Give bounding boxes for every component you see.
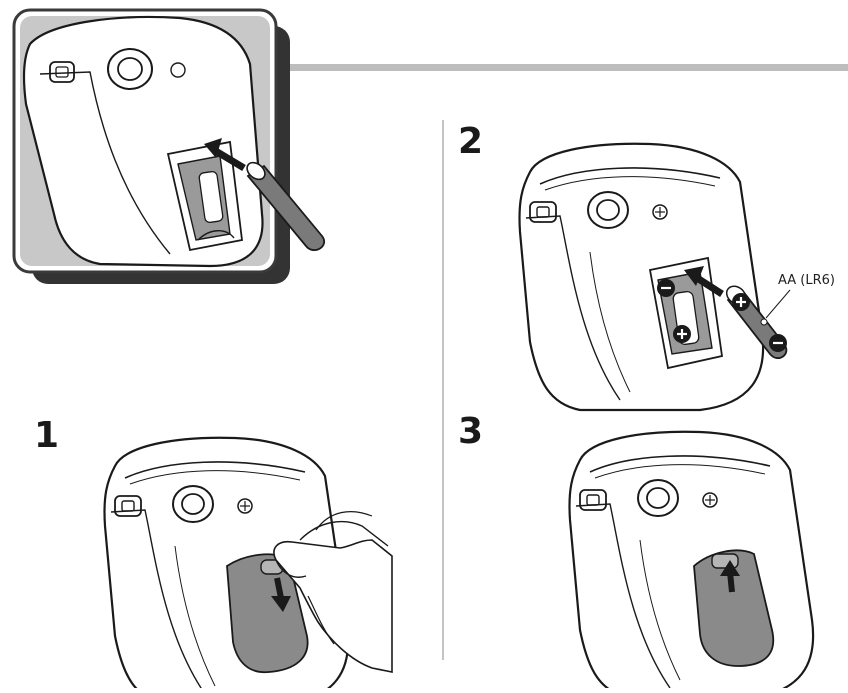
step3-cover <box>693 549 775 667</box>
step-number-3: 3 <box>458 411 484 452</box>
step3-illustration <box>568 430 815 693</box>
step1-hand <box>273 511 393 673</box>
step-number-2: 2 <box>458 121 484 162</box>
battery-callout-line <box>765 289 791 319</box>
battery-type-label: AA (LR6) <box>778 273 835 288</box>
inset-battery <box>246 161 325 251</box>
header-rule <box>290 64 848 71</box>
inset-arrow-head <box>204 138 222 158</box>
inset-panel <box>12 8 325 284</box>
step1-illustration <box>103 436 350 693</box>
step-number-1: 1 <box>34 415 60 456</box>
step2-battery <box>725 285 791 359</box>
inset-arrow <box>212 146 246 172</box>
inset-camera <box>22 15 264 268</box>
step2-illustration <box>518 142 765 412</box>
